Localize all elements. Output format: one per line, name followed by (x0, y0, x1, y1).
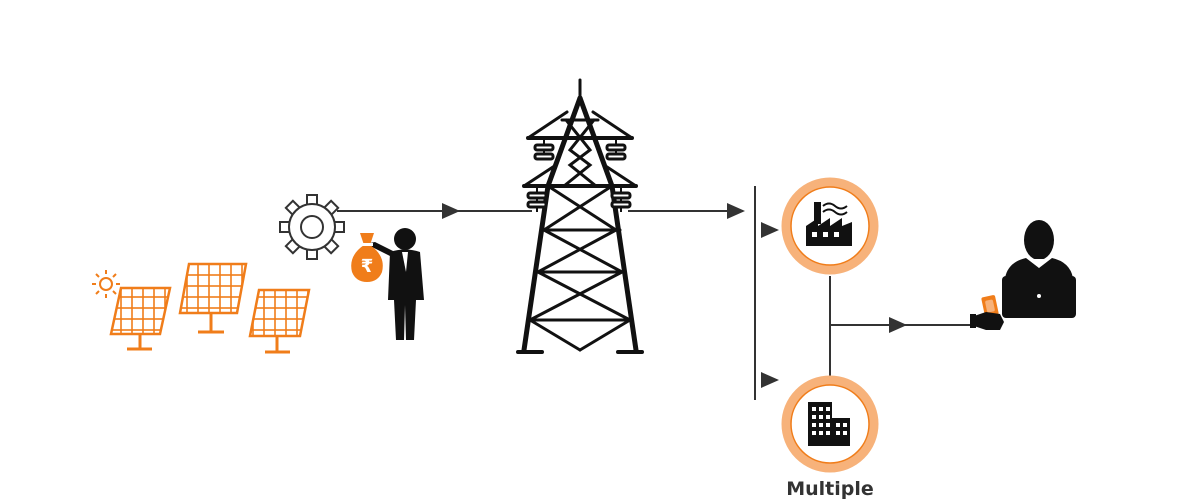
solar-panel-stands (127, 313, 290, 354)
hand-with-cash-icon (970, 295, 1004, 330)
person-with-laptop-icon (1002, 220, 1076, 318)
gear-icon (279, 194, 345, 260)
money-bag-icon: ₹ (351, 233, 383, 282)
connector-lines (337, 186, 970, 400)
consumers-caption: Multiple (786, 478, 874, 500)
factory-node (781, 177, 879, 275)
factory-icon (806, 202, 852, 246)
currency-symbol: ₹ (361, 256, 374, 277)
tower-insulators (526, 138, 632, 212)
businessman-with-money-bag-icon (370, 228, 424, 340)
sun-icon (92, 270, 120, 298)
solar-panel-icon (109, 262, 311, 338)
office-node (781, 375, 879, 473)
transmission-tower-icon (516, 78, 644, 354)
office-building-icon (808, 402, 850, 446)
